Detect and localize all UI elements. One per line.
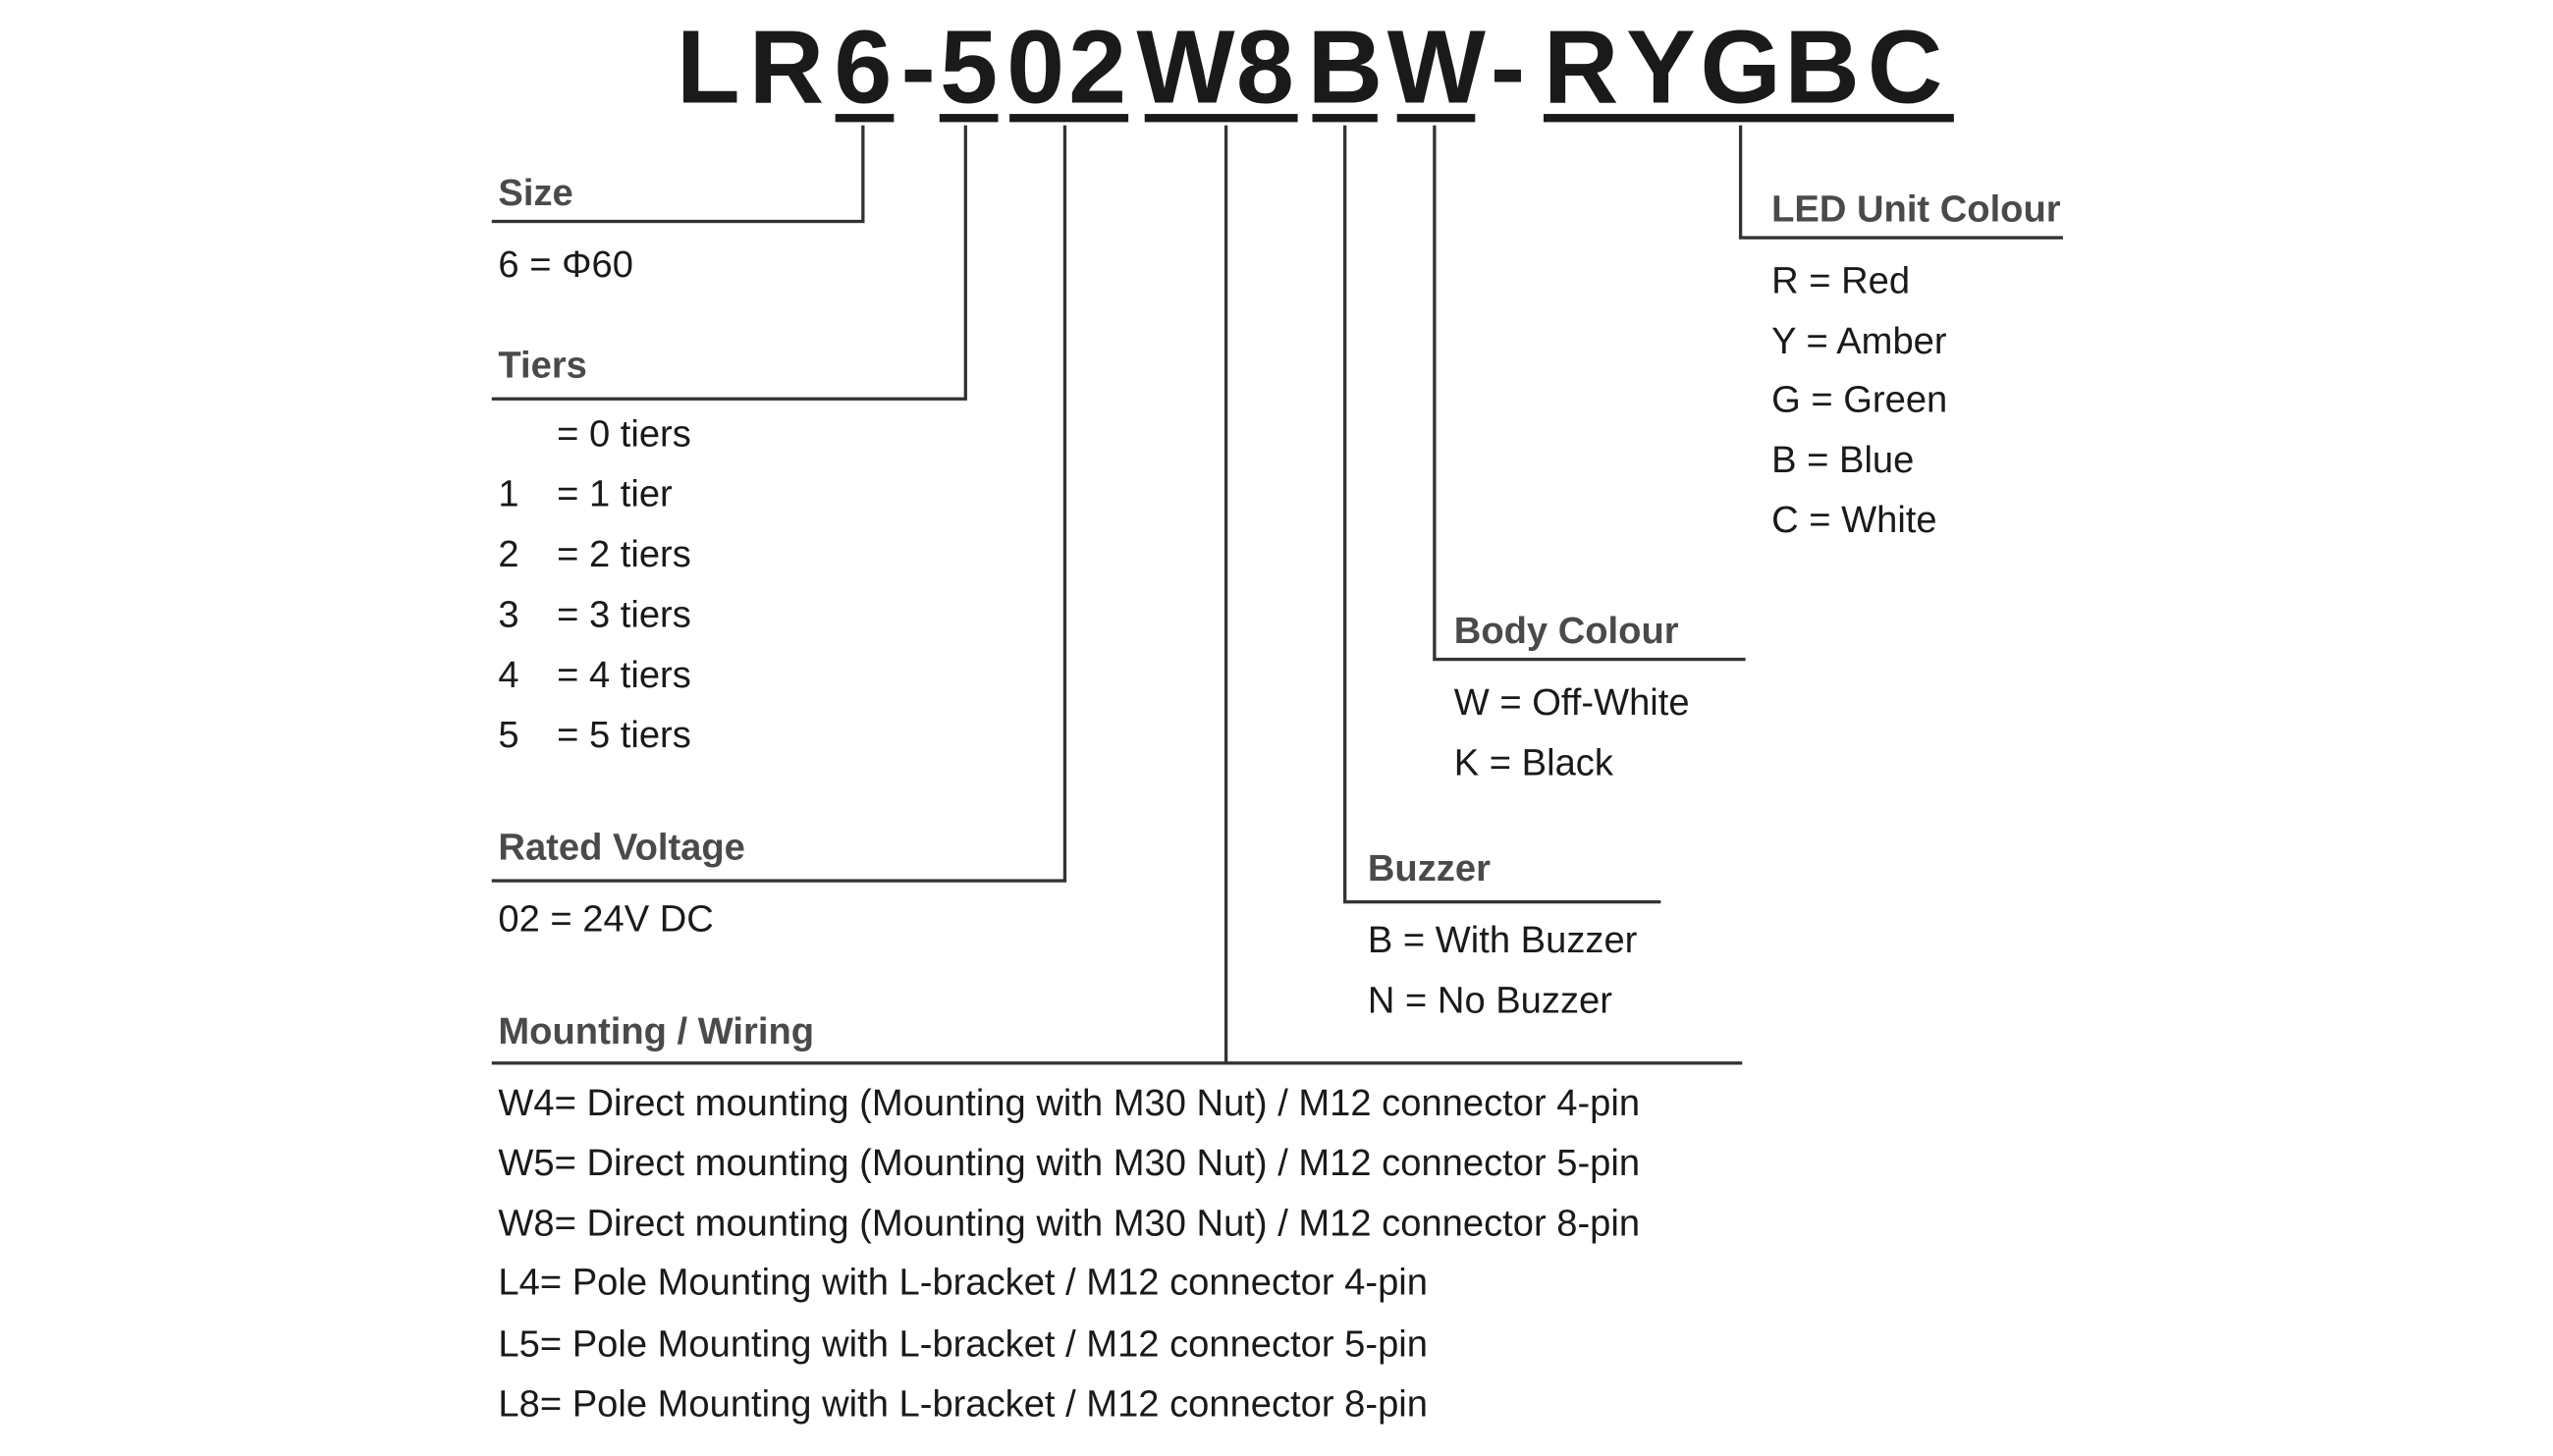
code-char-led-colour: R — [1543, 8, 1619, 126]
size-connector — [861, 125, 864, 222]
mounting-header-line — [491, 1061, 1743, 1064]
code-char-mounting: 8 — [1235, 8, 1294, 126]
code-char-buzzer: B — [1307, 8, 1384, 126]
mounting-option: L5= Pole Mounting with L-bracket / M12 c… — [498, 1321, 1429, 1365]
led-colour-header-line — [1738, 236, 2063, 239]
code-char-mounting: W — [1136, 8, 1235, 126]
tiers-option-text: = 5 tiers — [557, 713, 691, 756]
code-char: R — [748, 8, 825, 126]
size-header-line — [491, 219, 865, 223]
code-char: L — [676, 8, 740, 126]
code-char: - — [1490, 8, 1526, 126]
body-colour-header: Body Colour — [1453, 609, 1679, 652]
led-colour-option: B = Blue — [1771, 438, 1915, 481]
led-colour-option: G = Green — [1771, 377, 1948, 420]
buzzer-connector — [1343, 125, 1346, 902]
led-colour-option: C = White — [1771, 498, 1937, 541]
code-char-led-colour: G — [1700, 8, 1781, 126]
tiers-option-key: 1 — [498, 471, 519, 514]
led-colour-option: R = Red — [1771, 258, 1911, 301]
tiers-connector — [963, 125, 967, 400]
mounting-header: Mounting / Wiring — [498, 1009, 815, 1052]
led-colour-option: Y = Amber — [1771, 319, 1947, 362]
led-colour-connector — [1738, 125, 1742, 239]
tiers-option-text: = 1 tier — [557, 471, 673, 514]
code-char-led-colour: Y — [1625, 8, 1696, 126]
tiers-header: Tiers — [498, 343, 587, 386]
code-char-size: 6 — [834, 8, 893, 126]
tiers-option-key: 5 — [498, 713, 519, 756]
body-colour-option: W = Off-White — [1453, 680, 1690, 724]
code-char-led-colour: C — [1867, 8, 1943, 126]
buzzer-header-line — [1343, 899, 1661, 903]
body-colour-underline — [1396, 114, 1476, 123]
voltage-underline — [1009, 114, 1129, 123]
code-char-led-colour: B — [1784, 8, 1860, 126]
tiers-option-key: 2 — [498, 532, 519, 575]
buzzer-underline — [1312, 114, 1378, 123]
body-colour-option: K = Black — [1453, 740, 1613, 783]
code-char-voltage: 0 — [1006, 8, 1065, 126]
code-char-body-colour: W — [1386, 8, 1486, 126]
tiers-header-line — [491, 397, 967, 401]
led-unit-colour-header: LED Unit Colour — [1771, 187, 2061, 230]
voltage-connector — [1062, 125, 1066, 882]
mounting-connector — [1223, 125, 1227, 1063]
tiers-underline — [939, 114, 999, 123]
tiers-option-text: = 2 tiers — [557, 532, 691, 575]
voltage-header-line — [491, 879, 1067, 882]
mounting-option: L8= Pole Mounting with L-bracket / M12 c… — [498, 1381, 1429, 1425]
buzzer-header: Buzzer — [1367, 846, 1491, 890]
tiers-option-text: = 3 tiers — [557, 592, 691, 635]
size-option: 6 = Φ60 — [498, 243, 633, 286]
rated-voltage-header: Rated Voltage — [498, 825, 745, 868]
body-colour-header-line — [1433, 657, 1746, 661]
tiers-option-text: = 0 tiers — [557, 411, 691, 455]
tiers-option-key: 3 — [498, 592, 519, 635]
tiers-option-key: 4 — [498, 652, 519, 696]
tiers-option-text: = 4 tiers — [557, 652, 691, 696]
mounting-underline — [1144, 114, 1298, 123]
led-colour-underline — [1543, 114, 1954, 123]
code-char-tiers: 5 — [940, 8, 999, 126]
mounting-option: W4= Direct mounting (Mounting with M30 N… — [498, 1081, 1641, 1124]
code-char: - — [900, 8, 936, 126]
buzzer-option: N = No Buzzer — [1367, 978, 1612, 1021]
mounting-option: L4= Pole Mounting with L-bracket / M12 c… — [498, 1260, 1429, 1303]
size-header: Size — [498, 171, 573, 214]
rated-voltage-option: 02 = 24V DC — [498, 896, 714, 940]
buzzer-option: B = With Buzzer — [1367, 918, 1638, 961]
mounting-option: W5= Direct mounting (Mounting with M30 N… — [498, 1141, 1641, 1184]
size-underline — [835, 114, 895, 123]
code-char-voltage: 2 — [1068, 8, 1127, 126]
body-colour-connector — [1433, 125, 1436, 660]
mounting-option: W8= Direct mounting (Mounting with M30 N… — [498, 1201, 1641, 1244]
